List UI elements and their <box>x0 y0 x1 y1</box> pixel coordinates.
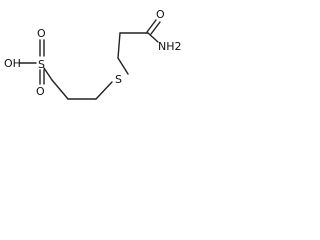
atom-nh2: NH2 <box>158 40 182 53</box>
bond-c-n <box>147 32 159 43</box>
structure-canvas: O NH2 S S O O OH <box>0 0 204 131</box>
atom-o-sulfonyl-top: O <box>37 27 46 40</box>
atom-s-thioether: S <box>115 73 122 86</box>
bond-ch2-ch2-c <box>51 79 69 100</box>
bond-c-o-carbonyl-a <box>146 19 157 33</box>
bond-c-o-carbonyl-b <box>150 21 161 35</box>
bond-group <box>19 19 161 100</box>
chemical-structure: O NH2 S S O O OH <box>4 8 182 100</box>
atom-o-sulfonyl-bottom: O <box>36 85 45 98</box>
atom-s-sulfonyl: S <box>38 58 45 71</box>
atom-o-carbonyl: O <box>156 8 165 21</box>
bond-s-ch2 <box>95 81 113 100</box>
atom-oh: OH <box>4 57 21 70</box>
bond-ch2-ch2 <box>117 32 121 59</box>
bond-ch2-sulfonyl-s <box>43 67 53 81</box>
bond-ch2-s <box>117 57 129 75</box>
